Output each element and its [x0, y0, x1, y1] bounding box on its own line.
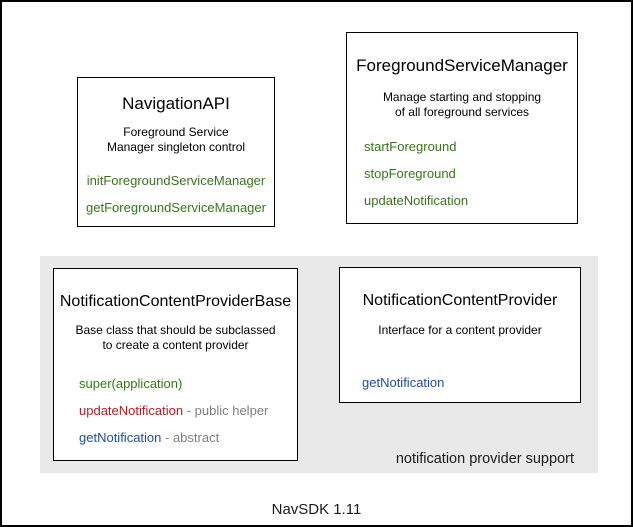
method-list: super(application) updateNotification - …	[54, 376, 297, 446]
method-name: initForegroundServiceManager	[86, 173, 266, 188]
method-list: initForegroundServiceManager getForegrou…	[78, 173, 274, 216]
class-box-navigation-api: NavigationAPI Foreground Service Manager…	[77, 77, 275, 227]
class-description-line: Manage starting and stopping	[382, 90, 542, 104]
method-note: - public helper	[186, 403, 269, 418]
method-row: initForegroundServiceManager	[78, 173, 274, 189]
class-box-notification-content-provider-base: NotificationContentProviderBase Base cla…	[53, 268, 298, 461]
class-title: NotificationContentProviderBase	[59, 293, 292, 310]
class-description-line: Interface for a content provider	[378, 323, 542, 337]
class-description-line: Manager singleton control	[106, 139, 246, 154]
class-description: Interface for a content provider	[340, 323, 580, 338]
method-row: updateNotification - public helper	[79, 403, 297, 419]
class-title: NotificationContentProvider	[362, 292, 558, 309]
method-name: updateNotification	[79, 403, 184, 418]
method-name: stopForeground	[364, 166, 456, 181]
method-name: getNotification	[79, 430, 162, 445]
method-row: getForegroundServiceManager	[78, 200, 274, 216]
method-row: super(application)	[79, 376, 297, 392]
method-name: startForeground	[364, 139, 457, 154]
class-title: NavigationAPI	[122, 94, 230, 113]
class-description: Foreground Service Manager singleton con…	[78, 125, 274, 154]
class-description-line: to create a content provider	[102, 337, 249, 352]
method-row: getNotification - abstract	[79, 430, 297, 446]
class-description-line: Foreground Service	[123, 125, 229, 139]
method-name: super(application)	[79, 376, 183, 391]
region-label: notification provider support	[395, 451, 574, 467]
method-name: getForegroundServiceManager	[86, 200, 266, 215]
method-list: startForeground stopForeground updateNot…	[347, 139, 577, 209]
method-row: stopForeground	[364, 166, 577, 182]
class-title: ForegroundServiceManager	[356, 56, 568, 75]
diagram-caption: NavSDK 1.11	[271, 501, 362, 518]
class-description-line: Base class that should be subclassed	[75, 323, 276, 337]
method-note: - abstract	[165, 430, 220, 445]
class-description: Manage starting and stopping of all fore…	[347, 90, 577, 119]
method-name: updateNotification	[364, 193, 469, 208]
class-description-line: of all foreground services	[394, 104, 530, 119]
method-row: updateNotification	[364, 193, 577, 209]
method-name: getNotification	[362, 374, 445, 390]
class-description: Base class that should be subclassed to …	[54, 323, 297, 352]
method-list: getNotification	[340, 375, 580, 391]
class-box-foreground-service-manager: ForegroundServiceManager Manage starting…	[346, 32, 578, 224]
class-box-notification-content-provider: NotificationContentProvider Interface fo…	[339, 267, 581, 403]
method-row: getNotification	[362, 375, 580, 391]
method-row: startForeground	[364, 139, 577, 155]
